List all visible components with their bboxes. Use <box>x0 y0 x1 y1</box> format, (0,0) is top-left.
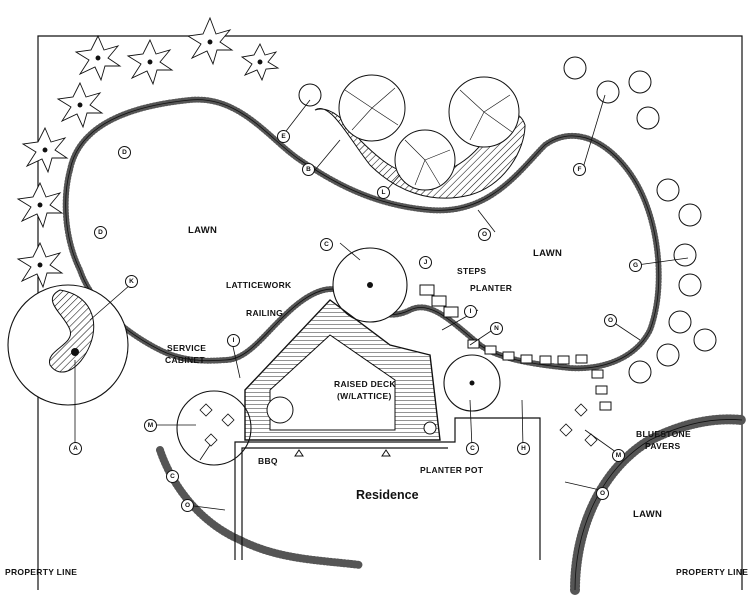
plant-key-m-2: M <box>612 449 625 462</box>
raised-deck-label-line2: (W/LATTICE) <box>337 391 392 401</box>
lawn-label-upper-right: LAWN <box>533 248 563 259</box>
plant-key-g: G <box>629 259 642 272</box>
service-cabinet-label-line2: CABINET <box>165 355 205 365</box>
bluestone-pavers <box>467 339 612 411</box>
plant-key-f: F <box>573 163 586 176</box>
conifer-shrubs <box>16 16 280 289</box>
tree-m <box>176 390 252 466</box>
door-marker-2 <box>381 449 391 457</box>
bluestone-pavers-label-line1: BLUESTONE <box>636 429 691 439</box>
plant-key-i-1: I <box>464 305 477 318</box>
plant-key-k: K <box>125 275 138 288</box>
plant-key-o-2: O <box>604 314 617 327</box>
plant-key-b: B <box>302 163 315 176</box>
railing-label: RAILING <box>246 308 284 318</box>
plant-key-l: L <box>377 186 390 199</box>
bluestone-pavers-label-line2: PAVERS <box>645 441 681 451</box>
plant-key-i-2: I <box>227 334 240 347</box>
plant-key-e: E <box>277 130 290 143</box>
steps <box>419 284 459 318</box>
latticework-label: LATTICEWORK <box>226 280 292 290</box>
property-line-label-right: PROPERTY LINE <box>676 567 749 577</box>
leaf-clusters <box>199 403 598 447</box>
plant-key-d-2: D <box>94 226 107 239</box>
lobed-shrubs-right <box>563 56 717 384</box>
hatched-bed-a <box>49 289 95 373</box>
planter-label: PLANTER <box>470 283 513 293</box>
plant-key-j: J <box>419 256 432 269</box>
bbq-grill <box>266 396 294 424</box>
plant-key-o-4: O <box>596 487 609 500</box>
plant-key-h: H <box>517 442 530 455</box>
property-line-label-left: PROPERTY LINE <box>5 567 78 577</box>
planter-pot-circle <box>423 421 437 435</box>
plant-key-o-3: O <box>181 499 194 512</box>
plant-key-c-3: C <box>466 442 479 455</box>
planter-pot-label: PLANTER POT <box>420 465 484 475</box>
residence-outline <box>234 417 541 560</box>
plant-key-a: A <box>69 442 82 455</box>
plant-key-d-1: D <box>118 146 131 159</box>
raised-deck-label-line1: RAISED DECK <box>334 379 396 389</box>
plant-key-c-2: C <box>166 470 179 483</box>
lawn-label-lower-right: LAWN <box>633 509 663 520</box>
leader-lines <box>74 94 689 511</box>
residence-label: Residence <box>356 488 419 502</box>
door-marker-1 <box>294 449 304 457</box>
canopy-trees-top <box>338 74 520 191</box>
plant-key-m-1: M <box>144 419 157 432</box>
plant-key-o-1: O <box>478 228 491 241</box>
plant-key-n: N <box>490 322 503 335</box>
small-tree-e <box>298 83 322 107</box>
bbq-label: BBQ <box>258 456 278 466</box>
hatched-shrub-bed-top <box>314 107 526 199</box>
plant-key-c-1: C <box>320 238 333 251</box>
lawn-label-upper-left: LAWN <box>188 225 218 236</box>
steps-label: STEPS <box>457 266 487 276</box>
service-cabinet-label-line1: SERVICE <box>167 343 207 353</box>
